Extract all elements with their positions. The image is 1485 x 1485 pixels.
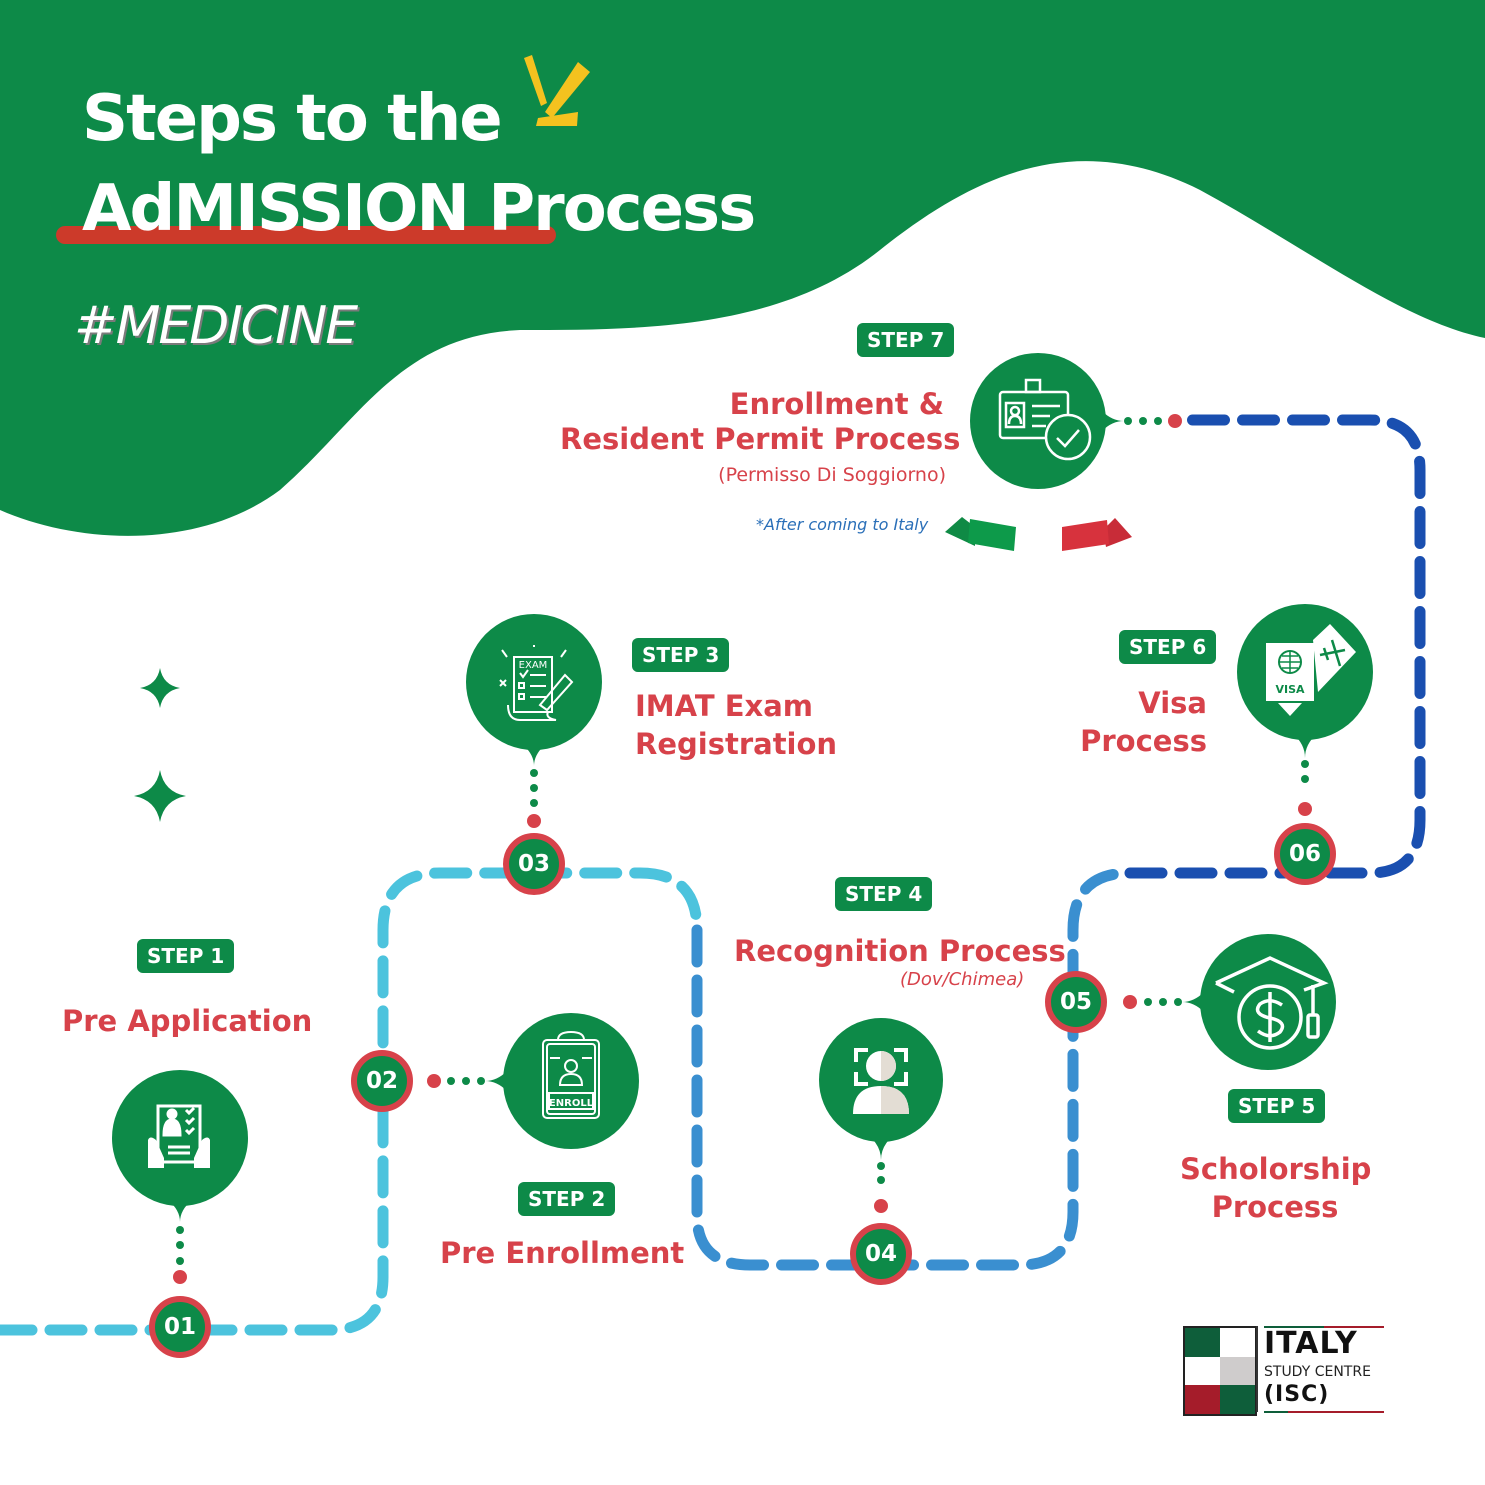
isc-logo-mark <box>1183 1326 1257 1416</box>
step3-badge: STEP 3 <box>632 638 730 672</box>
step4-badge: STEP 4 <box>835 877 933 911</box>
page-title-line1: Steps to the <box>82 82 503 156</box>
step1-icon-bubble <box>112 1070 248 1284</box>
step3-icon-bubble: EXAM <box>466 614 602 828</box>
italy-ribbon-green <box>945 517 1016 551</box>
step7-subtitle: (Permisso Di Soggiorno) <box>718 464 946 486</box>
step7-title-line1: Enrollment & <box>729 387 944 421</box>
step-number-02: 02 <box>351 1050 413 1112</box>
step-number-04: 04 <box>850 1223 912 1285</box>
step4-title: Recognition Process <box>734 934 1066 968</box>
star-icon <box>140 668 180 708</box>
path-segment-1 <box>0 867 703 1336</box>
path-segment-2 <box>691 867 1136 1271</box>
exam-paper-icon <box>499 645 574 721</box>
id-card-check-icon <box>998 378 1092 461</box>
sparkle-icon <box>524 55 590 126</box>
step5-icon-bubble <box>1123 934 1336 1070</box>
step7-title-line2: Resident Permit Process <box>560 422 961 456</box>
logo-top-rule <box>1264 1326 1384 1328</box>
step6-title-line2: Process <box>1080 724 1207 758</box>
enroll-clipboard-icon <box>542 1030 600 1119</box>
step4-icon-bubble <box>819 1018 943 1213</box>
step4-subtitle: (Dov/Chimea) <box>900 969 1025 990</box>
step5-title-line2: Process <box>1211 1190 1339 1224</box>
step2-title: Pre Enrollment <box>440 1236 685 1270</box>
exam-icon-text: EXAM <box>519 660 548 671</box>
enroll-icon-text: ENROLL <box>549 1098 594 1109</box>
step3-title-line2: Registration <box>635 727 838 761</box>
logo-line3: (ISC) <box>1264 1382 1330 1407</box>
step-number-01: 01 <box>149 1296 211 1358</box>
step2-badge: STEP 2 <box>518 1182 616 1216</box>
visa-icon-text: VISA <box>1275 683 1305 696</box>
face-recognition-icon <box>853 1048 909 1114</box>
hashtag-label: #MEDICINE <box>74 296 358 356</box>
logo-bottom-rule <box>1264 1411 1384 1413</box>
step-number-05: 05 <box>1045 971 1107 1033</box>
path-segment-3 <box>1124 414 1426 879</box>
logo-divider <box>1256 1326 1258 1412</box>
step7-badge: STEP 7 <box>857 323 955 357</box>
star-icon <box>134 770 186 822</box>
step-number-06: 06 <box>1274 823 1336 885</box>
step6-badge: STEP 6 <box>1119 630 1217 664</box>
logo-line2: STUDY CENTRE <box>1264 1364 1371 1380</box>
header-wave <box>0 0 1485 536</box>
step5-title-line1: Scholorship <box>1180 1152 1372 1186</box>
step7-icon-bubble <box>970 353 1182 489</box>
step1-title: Pre Application <box>62 1004 313 1038</box>
italy-ribbon-red <box>1062 518 1132 551</box>
application-form-icon <box>148 1104 210 1168</box>
step-number-03: 03 <box>503 833 565 895</box>
step6-icon-bubble: VISA <box>1237 604 1373 816</box>
step6-title-line1: Visa <box>1138 686 1207 720</box>
step2-icon-bubble: ENROLL <box>427 1013 639 1149</box>
page-title-line2: AdMISSION Process <box>82 172 756 246</box>
step5-badge: STEP 5 <box>1228 1089 1326 1123</box>
logo-line1: ITALY <box>1264 1326 1358 1361</box>
step1-badge: STEP 1 <box>137 939 235 973</box>
title-underline <box>56 226 556 244</box>
graduation-cap-dollar-icon <box>1215 956 1329 1050</box>
step3-title-line1: IMAT Exam <box>635 689 814 723</box>
step7-note: *After coming to Italy <box>756 515 929 534</box>
visa-passport-icon <box>1266 624 1356 716</box>
